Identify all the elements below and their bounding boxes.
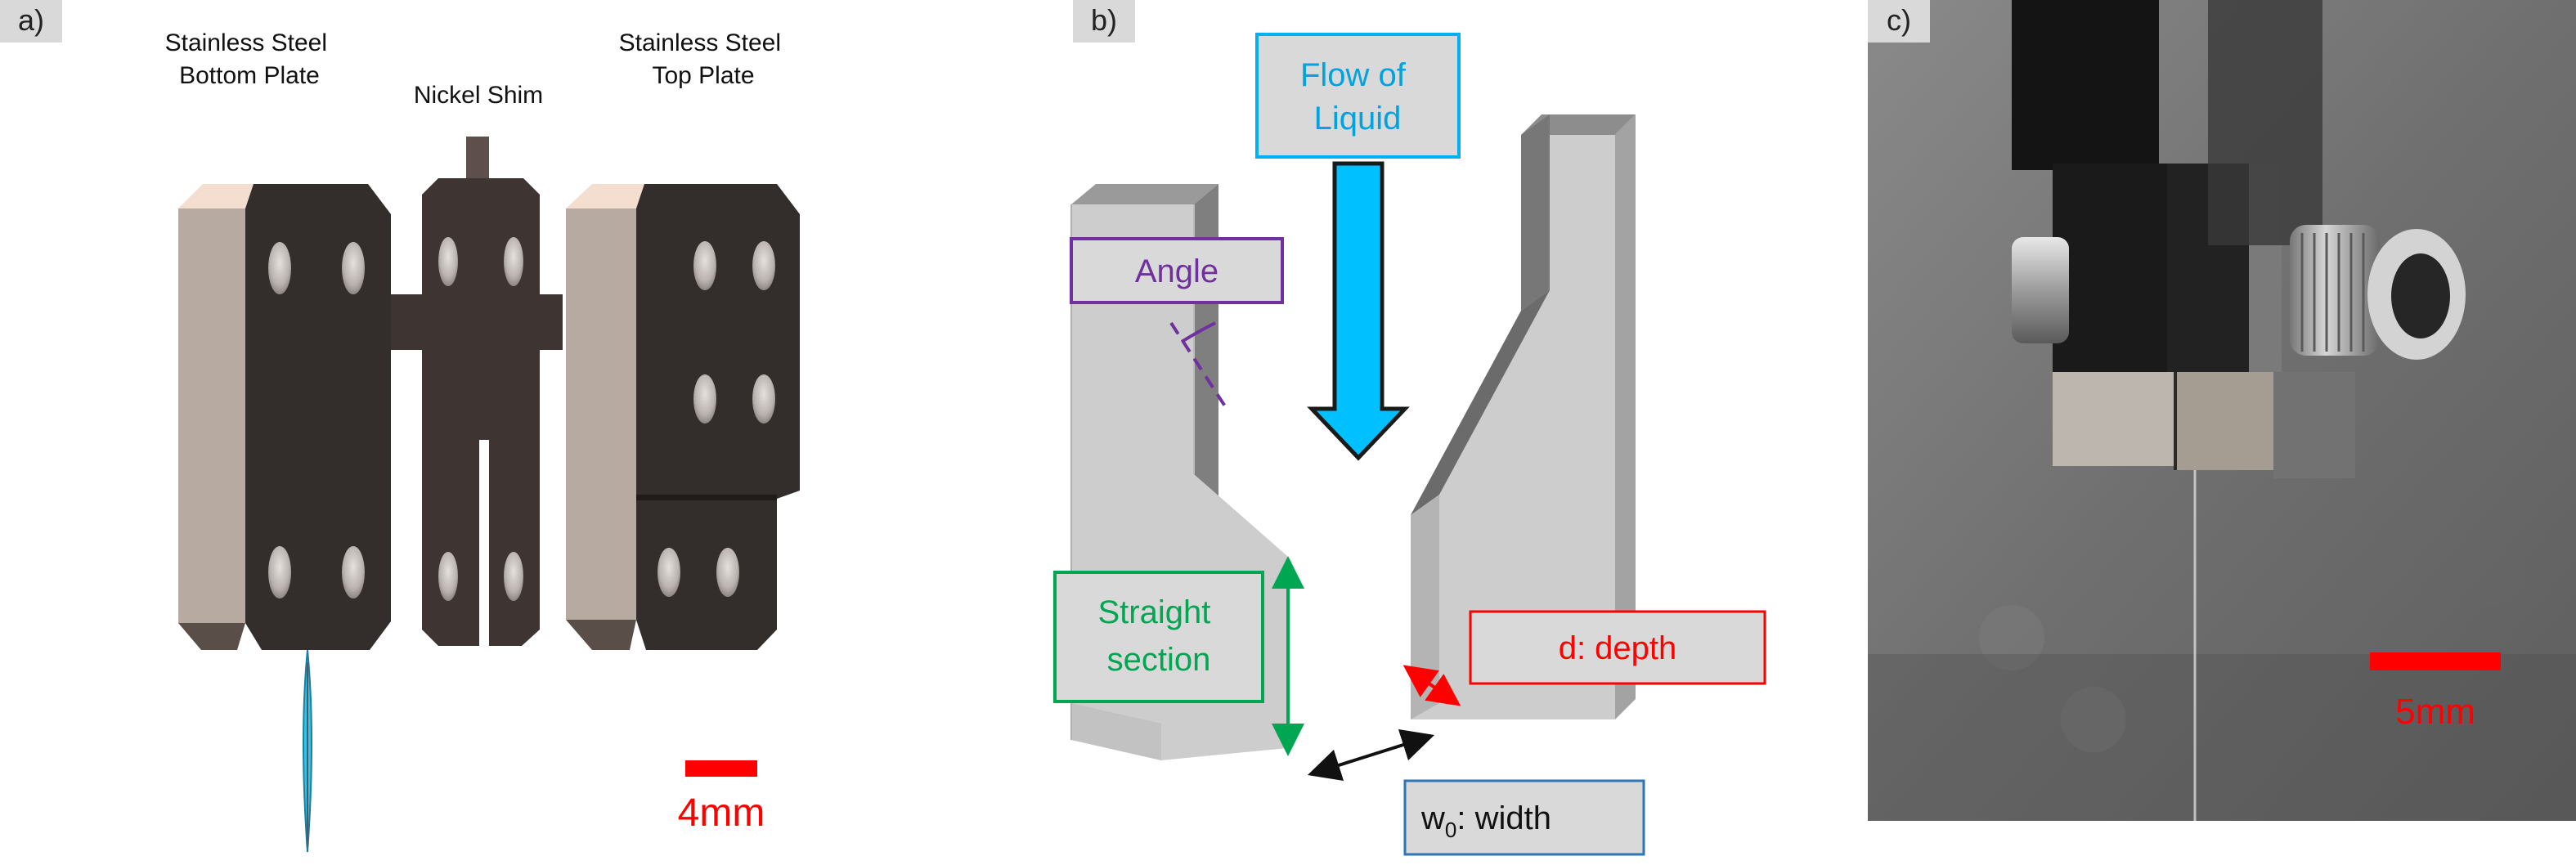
flow-label: Flow of Liquid — [1300, 57, 1415, 137]
scale-bar-c-label: 5mm — [2395, 692, 2475, 732]
nickel-shim-drawing — [391, 137, 563, 646]
top-plate-drawing — [566, 184, 800, 650]
straight-label: Straight section — [1098, 594, 1220, 678]
panel-c-label-box — [1868, 0, 1930, 43]
panel-a-label: a) — [18, 3, 44, 37]
photo-nozzle-assembly — [2012, 0, 2466, 478]
panel-a: a) Stainless Steel Bottom Plate Nickel S… — [0, 0, 800, 853]
top-plate-title: Stainless Steel Top Plate — [619, 29, 788, 89]
scale-bar-a-label: 4mm — [678, 791, 765, 835]
bottom-plate-drawing — [178, 184, 391, 650]
angle-dashed-line — [1169, 321, 1228, 410]
straight-label-box — [1053, 571, 1264, 703]
flow-arrow — [1307, 161, 1410, 461]
depth-arrow — [1402, 665, 1461, 706]
panel-b-label-box — [1073, 0, 1135, 43]
angle-arc — [1180, 321, 1216, 343]
panel-b-label: b) — [1091, 3, 1117, 37]
flow-label-box — [1255, 33, 1461, 159]
right-nozzle-block — [1411, 114, 1636, 719]
angle-label-box — [1070, 237, 1284, 304]
scale-bar-c — [2370, 652, 2501, 670]
depth-label: d: depth — [1559, 630, 1677, 666]
panel-a-label-box — [0, 0, 62, 43]
panel-c-label: c) — [1887, 3, 1911, 37]
width-arrow — [1307, 728, 1435, 782]
bottom-plate-title: Stainless Steel Bottom Plate — [165, 29, 334, 89]
depth-label-box — [1469, 610, 1766, 685]
angle-label: Angle — [1135, 253, 1218, 289]
width-label-box — [1403, 779, 1645, 856]
nickel-shim-title: Nickel Shim — [414, 82, 543, 109]
panel-b: b) Flow of Liquid Angle — [1053, 0, 1766, 856]
width-label: w0: width — [1420, 800, 1551, 842]
panel-c: c) 5mm — [1868, 0, 2576, 821]
scale-bar-a — [685, 760, 757, 777]
